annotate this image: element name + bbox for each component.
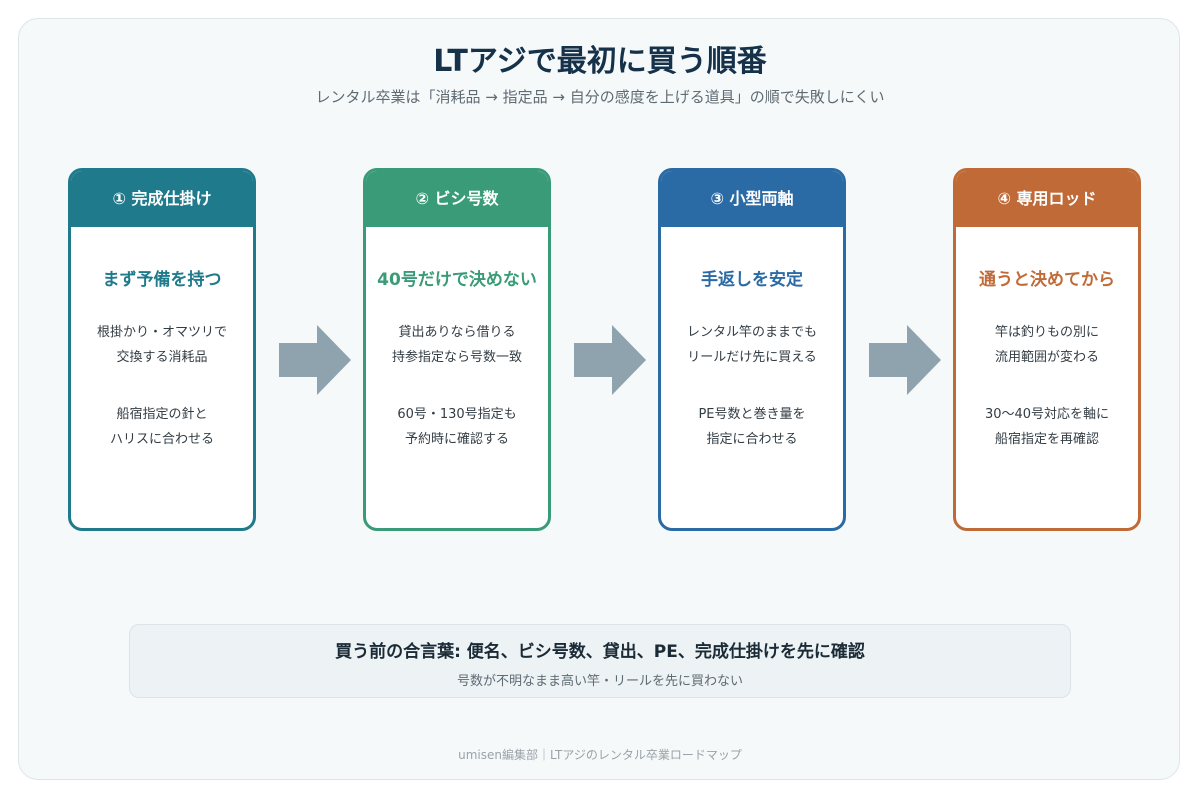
step-card-text: レンタル竿のままでも リールだけ先に買える [686,325,817,365]
step-card-heading: 通うと決めてから [979,270,1115,290]
step-card-heading: 手返しを安定 [701,270,803,290]
footer-credit: umisen編集部｜LTアジのレンタル卒業ロードマップ [458,748,742,762]
step-card-text: 30〜40号対応を軸に 船宿指定を再確認 [984,407,1110,447]
step-card-2: ② ビシ号数 40号だけで決めない 貸出ありなら借りる 持参指定なら号数一致 6… [363,168,551,531]
tip-main-text: 買う前の合言葉: 便名、ビシ号数、貸出、PE、完成仕掛けを先に確認 [335,642,865,662]
step-card-text: 60号・130号指定も 予約時に確認する [397,407,517,447]
step-card-text: 船宿指定の針と ハリスに合わせる [109,407,214,447]
step-card-header: ④ 専用ロッド [956,171,1138,227]
step-card-header: ② ビシ号数 [366,171,548,227]
step-card-heading: 40号だけで決めない [377,270,537,290]
right-arrow-icon [574,325,646,395]
step-card-text: 根掛かり・オマツリで 交換する消耗品 [96,325,227,365]
step-card-text: PE号数と巻き量を 指定に合わせる [698,407,806,447]
step-card-text: 竿は釣りもの別に 流用範囲が変わる [994,325,1099,365]
step-card-text: 貸出ありなら借りる 持参指定なら号数一致 [391,325,522,365]
step-card-header: ① 完成仕掛け [71,171,253,227]
step-card-header: ③ 小型両軸 [661,171,843,227]
tip-sub-text: 号数が不明なまま高い竿・リールを先に買わない [456,674,743,689]
step-card-heading: まず予備を持つ [102,270,222,290]
right-arrow-icon [279,325,351,395]
step-card-4: ④ 専用ロッド 通うと決めてから 竿は釣りもの別に 流用範囲が変わる 30〜40… [953,168,1141,531]
step-card-1: ① 完成仕掛け まず予備を持つ 根掛かり・オマツリで 交換する消耗品 船宿指定の… [68,168,256,531]
right-arrow-icon [869,325,941,395]
tip-box: 買う前の合言葉: 便名、ビシ号数、貸出、PE、完成仕掛けを先に確認 号数が不明な… [129,624,1071,698]
page-title: LTアジで最初に買う順番 [433,44,767,79]
page-subtitle: レンタル卒業は「消耗品 → 指定品 → 自分の感度を上げる道具」の順で失敗しにく… [315,88,885,106]
step-card-3: ③ 小型両軸 手返しを安定 レンタル竿のままでも リールだけ先に買える PE号数… [658,168,846,531]
